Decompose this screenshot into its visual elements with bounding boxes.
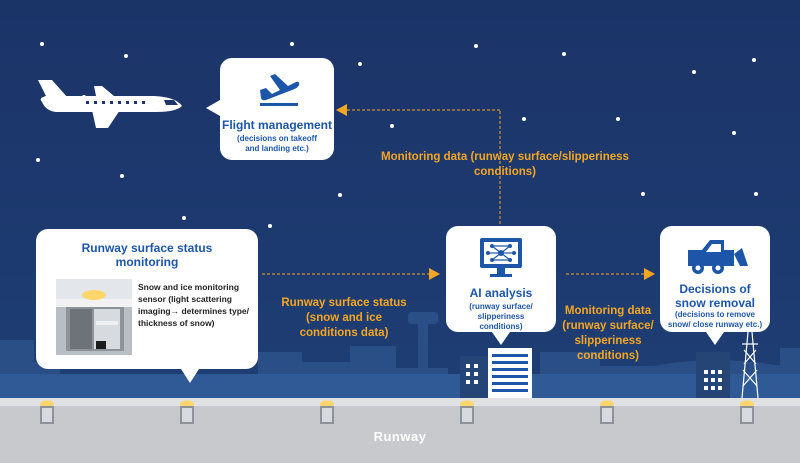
star (182, 216, 186, 220)
star (474, 44, 478, 48)
ai-analysis-box: AI analysis (runway surface/ slipperines… (446, 226, 556, 345)
flight-management-subtitle: (decisions on takeoff and landing etc.) (236, 134, 317, 153)
ai-network-icon (480, 238, 522, 277)
runway-light (320, 400, 334, 424)
star (390, 124, 394, 128)
ai-analysis-title: AI analysis (469, 286, 533, 300)
flight-management-box: Flight management (decisions on takeoff … (206, 58, 334, 160)
runway-status-label: Runway surface status (snow and ice cond… (281, 297, 407, 339)
runway-light (460, 400, 474, 424)
star (40, 42, 44, 46)
star (36, 158, 40, 162)
runway (0, 398, 800, 463)
star (120, 174, 124, 178)
snowplow-icon (688, 240, 748, 274)
star (754, 192, 758, 196)
star (616, 117, 620, 121)
star (338, 193, 342, 197)
star (290, 42, 294, 46)
star (268, 224, 272, 228)
runway-light (600, 400, 614, 424)
sensor-caption: Snow and ice monitoring sensor (light sc… (138, 282, 249, 328)
runway-light (180, 400, 194, 424)
snow-removal-subtitle: (decisions to remove snow/ close runway … (667, 310, 763, 329)
star (562, 52, 566, 56)
star (522, 117, 526, 121)
sensor-icon (56, 279, 132, 355)
ai-analysis-subtitle: (runway surface/ slipperiness conditions… (469, 302, 533, 331)
star (752, 58, 756, 62)
takeoff-icon (260, 74, 300, 106)
runway-light (740, 400, 754, 424)
runway-light (40, 400, 54, 424)
runway-monitoring-box: Runway surface status monitoring Snow an… (36, 229, 258, 383)
monitoring-data-right-label: Monitoring data (runway surface/ slipper… (562, 305, 654, 362)
flight-management-title: Flight management (221, 118, 332, 132)
monitoring-data-top-label: Monitoring data (runway surface/slipperi… (381, 151, 629, 178)
star (641, 192, 645, 196)
star (692, 70, 696, 74)
runway-label: Runway (373, 429, 427, 444)
star (124, 54, 128, 58)
star (358, 62, 362, 66)
runway-monitoring-title: Runway surface status monitoring (81, 241, 213, 269)
snow-removal-box: Decisions of snow removal (decisions to … (660, 226, 770, 345)
airplane-icon (38, 80, 182, 128)
runway-edge (0, 398, 800, 406)
star (732, 131, 736, 135)
snow-removal-title: Decisions of snow removal (674, 282, 756, 310)
